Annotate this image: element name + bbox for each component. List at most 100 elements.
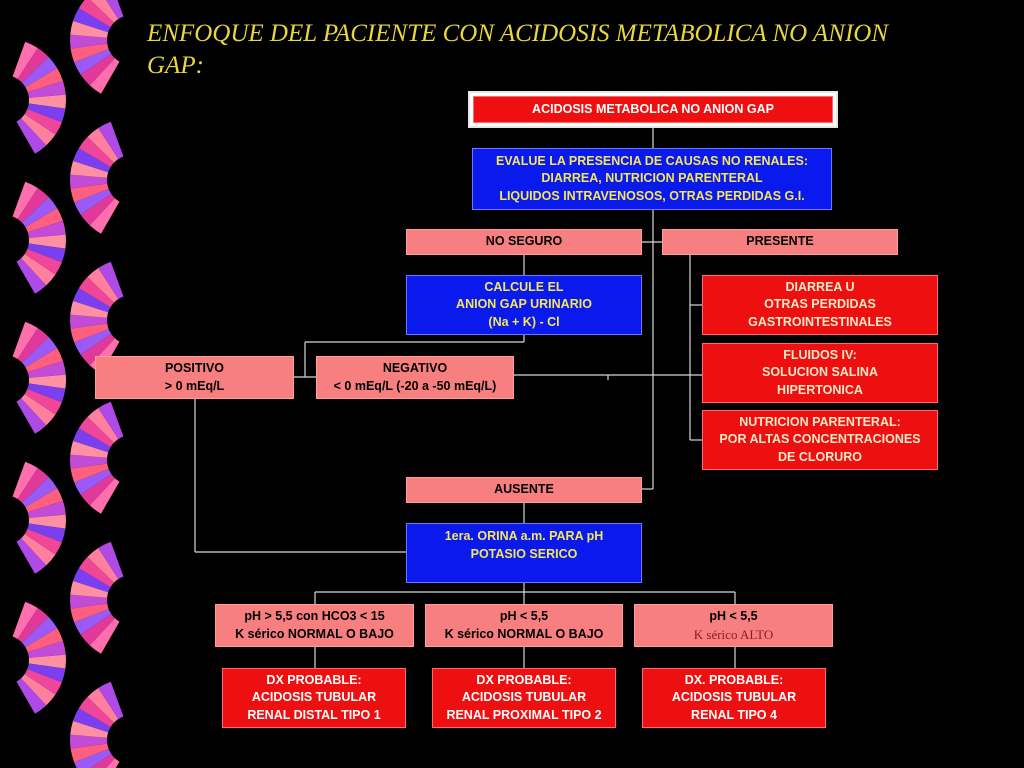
ribbon-segment [70, 720, 109, 738]
ribbon-segment [74, 748, 112, 768]
ribbon-segment [25, 348, 63, 373]
box-dx-2: DX PROBABLE: ACIDOSIS TUBULAR RENAL PROX… [432, 668, 616, 728]
ribbon-segment [27, 80, 66, 98]
box-root-text: ACIDOSIS METABOLICA NO ANION GAP [532, 101, 774, 116]
ribbon-segment [21, 56, 58, 88]
ribbon-segment [74, 188, 112, 215]
ribbon-segment [24, 248, 62, 275]
ribbon-segment [70, 20, 109, 38]
box-ph-1-line-2: K sérico NORMAL O BAJO [235, 626, 394, 641]
box-fluidos-line-3: HIPERTONICA [777, 382, 863, 397]
box-nutricion-line-1: NUTRICION PARENTERAL: [739, 414, 901, 429]
page-title: ENFOQUE DEL PACIENTE CON ACIDOSIS METABO… [147, 20, 889, 79]
ribbon-segment [78, 136, 115, 168]
ribbon-segment [80, 333, 115, 366]
ribbon-segment [16, 118, 47, 154]
ribbon-segment [24, 668, 62, 695]
ribbon-segment [73, 568, 111, 593]
ribbon-segment [70, 314, 108, 329]
ribbon-segment [87, 688, 119, 723]
box-ph-1-line-1: pH > 5,5 con HCO3 < 15 [244, 609, 385, 623]
box-dx-1: DX PROBABLE: ACIDOSIS TUBULAR RENAL DIST… [222, 668, 406, 728]
ribbon-segment [70, 160, 109, 178]
ribbon-segment [87, 408, 119, 443]
ribbon-segment [21, 476, 58, 508]
ribbon-segment [80, 53, 115, 86]
ribbon-segment [70, 300, 109, 318]
box-diarrea-line-1: DIARREA U [785, 279, 855, 294]
box-ausente: AUSENTE [406, 477, 642, 503]
ribbon-segment [28, 234, 66, 249]
box-ph-2: pH < 5,5 K sérico NORMAL O BAJO [425, 604, 623, 647]
ribbon-segment [21, 673, 56, 706]
box-ausente-text: AUSENTE [494, 482, 554, 497]
box-presente-text: PRESENTE [746, 234, 814, 249]
ribbon-segment [21, 336, 58, 368]
ribbon-segment [98, 541, 124, 580]
ribbon-segment [69, 594, 108, 609]
box-nutricion-line-3: DE CLORURO [777, 449, 863, 464]
ribbon-segment [73, 8, 111, 33]
ribbon-segment [98, 261, 124, 300]
box-evalue-line-2: DIARREA, NUTRICION PARENTERAL [541, 171, 763, 186]
box-ph-2-line-1: pH < 5,5 [499, 609, 549, 623]
box-evalue-line-1: EVALUE LA PRESENCIA DE CAUSAS NO RENALES… [495, 153, 809, 168]
ribbon-segment [27, 243, 66, 263]
box-dx-1-line-3: RENAL DISTAL TIPO 1 [247, 707, 381, 722]
ribbon-segment [28, 514, 66, 529]
ribbon-segment [27, 220, 66, 238]
box-calcule-line-3: (Na + K) - Cl [488, 314, 560, 329]
ribbon-segment [80, 613, 115, 646]
box-ph-3-line-1: pH < 5,5 [709, 609, 758, 623]
ribbon-segment [21, 253, 56, 286]
ribbon-segment [89, 198, 120, 234]
box-positivo-line-2: > 0 mEq/L [164, 378, 225, 393]
box-calcule-line-1: CALCULE EL [484, 279, 564, 294]
box-ph-2-line-2: K sérico NORMAL O BAJO [444, 626, 604, 641]
ribbon-segment [25, 628, 63, 653]
ribbon-segment [21, 533, 56, 566]
box-positivo-line-1: POSITIVO [164, 361, 225, 375]
ribbon-segment [74, 328, 112, 355]
box-ph-1: pH > 5,5 con HCO3 < 15 K sérico NORMAL O… [215, 604, 414, 647]
box-root: ACIDOSIS METABOLICA NO ANION GAP [473, 96, 833, 123]
box-diarrea: DIARREA U OTRAS PERDIDAS GASTROINTESTINA… [702, 275, 938, 335]
ribbon-segment [105, 758, 120, 768]
ribbon-segment [74, 468, 112, 495]
box-diarrea-line-3: GASTROINTESTINALES [748, 314, 892, 329]
box-calcule-line-2: ANION GAP URINARIO [456, 297, 592, 312]
ribbon-segment [89, 478, 120, 514]
ribbon-segment [73, 428, 111, 453]
box-fluidos-line-2: SOLUCION SALINA [762, 365, 878, 380]
box-positivo: POSITIVO > 0 mEq/L [95, 356, 294, 399]
ribbon-segment [70, 463, 109, 483]
ribbon-segment [106, 0, 124, 20]
ribbon-segment [90, 0, 119, 23]
box-orina-line-1: 1era. ORINA a.m. PARA pH [444, 529, 604, 543]
box-fluidos-line-1: FLUIDOS IV: [783, 347, 857, 362]
ribbon-segment [74, 48, 112, 75]
ribbon-segment [70, 174, 108, 189]
ribbon-segment [98, 121, 124, 160]
box-fluidos: FLUIDOS IV: SOLUCION SALINA HIPERTONICA [702, 343, 938, 403]
box-orina-line-2: POTASIO SERICO [470, 546, 578, 561]
box-orina: 1era. ORINA a.m. PARA pH POTASIO SERICO [406, 523, 642, 583]
ribbon-segment [27, 103, 66, 123]
box-nutricion: NUTRICION PARENTERAL: POR ALTAS CONCENTR… [702, 410, 938, 470]
ribbon-segment [21, 393, 56, 426]
ribbon-segment [78, 0, 115, 28]
ribbon-segment [24, 108, 62, 135]
decorative-ribbon [12, 0, 124, 768]
ribbon-segment [25, 68, 63, 93]
ribbon-segment [80, 473, 115, 506]
ribbon-segment [73, 148, 111, 173]
ribbon-segment [98, 401, 124, 440]
ribbon-segment [70, 603, 109, 623]
box-dx-3-line-1: DX. PROBABLE: [684, 672, 784, 687]
box-dx-1-line-1: DX PROBABLE: [266, 672, 362, 687]
ribbon-segment [87, 548, 119, 583]
ribbon-segment [12, 321, 38, 360]
ribbon-segment [70, 183, 109, 203]
ribbon-segment [74, 608, 112, 635]
ribbon-segment [78, 276, 115, 308]
